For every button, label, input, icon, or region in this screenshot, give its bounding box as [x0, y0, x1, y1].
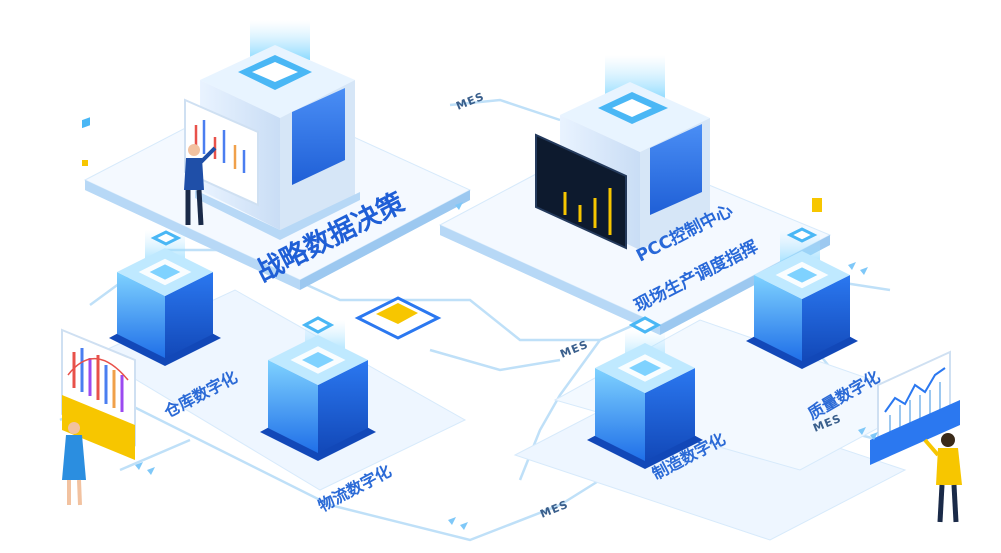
- warehouse-chart-board: [61, 328, 136, 460]
- person-warehouse-icon: [62, 422, 86, 506]
- mes-label-top: MES: [454, 90, 486, 113]
- person-quality-icon: [923, 433, 962, 523]
- manufacturing-cube-icon: [587, 343, 703, 469]
- person-strategy-icon: [184, 144, 217, 226]
- quality-chart-board: [870, 350, 960, 465]
- logistics-cube-icon: [260, 335, 376, 461]
- mes-label-bottom: MES: [538, 498, 570, 521]
- quality-cube-icon: [746, 251, 858, 369]
- pcc-server: [535, 82, 710, 250]
- digitization-cubes: [109, 248, 858, 469]
- arrow-markers: [135, 202, 878, 530]
- center-tile: [354, 296, 442, 340]
- connector-badges: [150, 227, 818, 334]
- warehouse-cube-icon: [109, 248, 221, 366]
